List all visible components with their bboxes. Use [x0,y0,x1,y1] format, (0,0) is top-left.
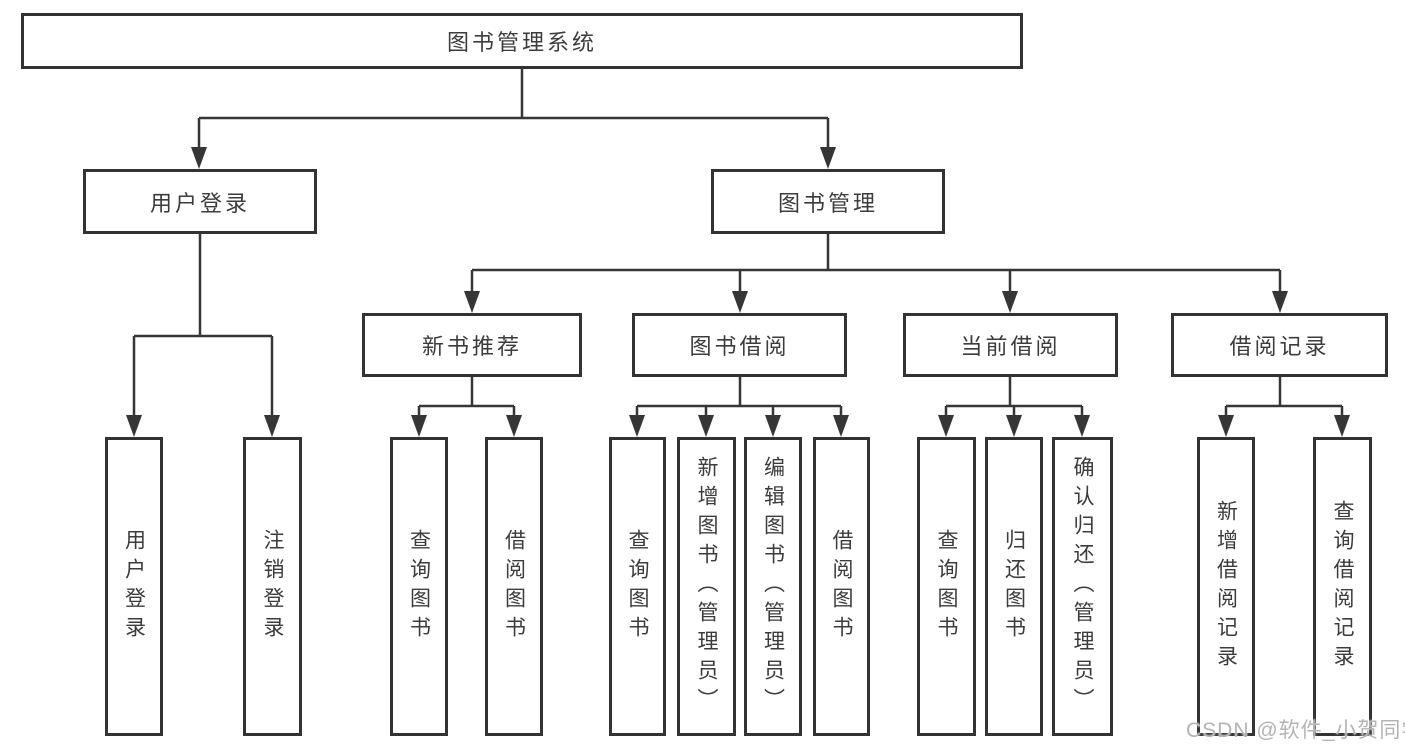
leaf-add-books-admin: 新增图书（管理员） [677,437,736,736]
arrow-down-icon [765,415,781,437]
leaf-query-books-1: 查询图书 [390,437,448,736]
connector-lines [132,69,1344,416]
leaf-add-borrow-record: 新增借阅记录 [1197,437,1255,736]
arrow-down-icon [506,415,522,437]
node-book-borrowing: 图书借阅 [632,313,847,377]
leaf-user-login: 用户登录 [105,437,163,736]
node-user-login: 用户登录 [83,169,317,234]
arrow-down-icon [833,415,849,437]
node-borrowing-records: 借阅记录 [1171,313,1388,377]
leaf-edit-books-admin: 编辑图书（管理员） [744,437,802,736]
node-library-management-system: 图书管理系统 [21,13,1023,69]
leaf-query-books-3: 查询图书 [917,437,976,736]
arrow-down-icon [191,147,207,169]
leaf-confirm-return-admin: 确认归还（管理员） [1052,437,1113,736]
leaf-query-borrow-record: 查询借阅记录 [1313,437,1372,736]
arrow-down-icon [1002,291,1018,313]
arrow-down-icon [126,415,142,437]
leaf-return-books: 归还图书 [985,437,1043,736]
node-book-management: 图书管理 [711,169,945,234]
arrow-down-icon [464,291,480,313]
node-new-book-recommendation: 新书推荐 [362,313,582,377]
csdn-watermark: CSDN @软件_小贺同学 [1186,719,1405,742]
arrowhead-icons [126,147,1350,437]
leaf-borrow-books-2: 借阅图书 [813,437,870,736]
arrow-down-icon [1074,415,1090,437]
arrow-down-icon [698,415,714,437]
leaf-query-books-2: 查询图书 [609,437,666,736]
arrow-down-icon [1006,415,1022,437]
arrow-down-icon [1334,415,1350,437]
leaf-logout: 注销登录 [243,437,302,736]
arrow-down-icon [820,147,836,169]
leaf-borrow-books-1: 借阅图书 [485,437,543,736]
arrow-down-icon [1272,291,1288,313]
arrow-down-icon [411,415,427,437]
arrow-down-icon [938,415,954,437]
arrow-down-icon [629,415,645,437]
arrow-down-icon [264,415,280,437]
node-current-borrowing: 当前借阅 [903,313,1118,377]
arrow-down-icon [1218,415,1234,437]
arrow-down-icon [732,291,748,313]
